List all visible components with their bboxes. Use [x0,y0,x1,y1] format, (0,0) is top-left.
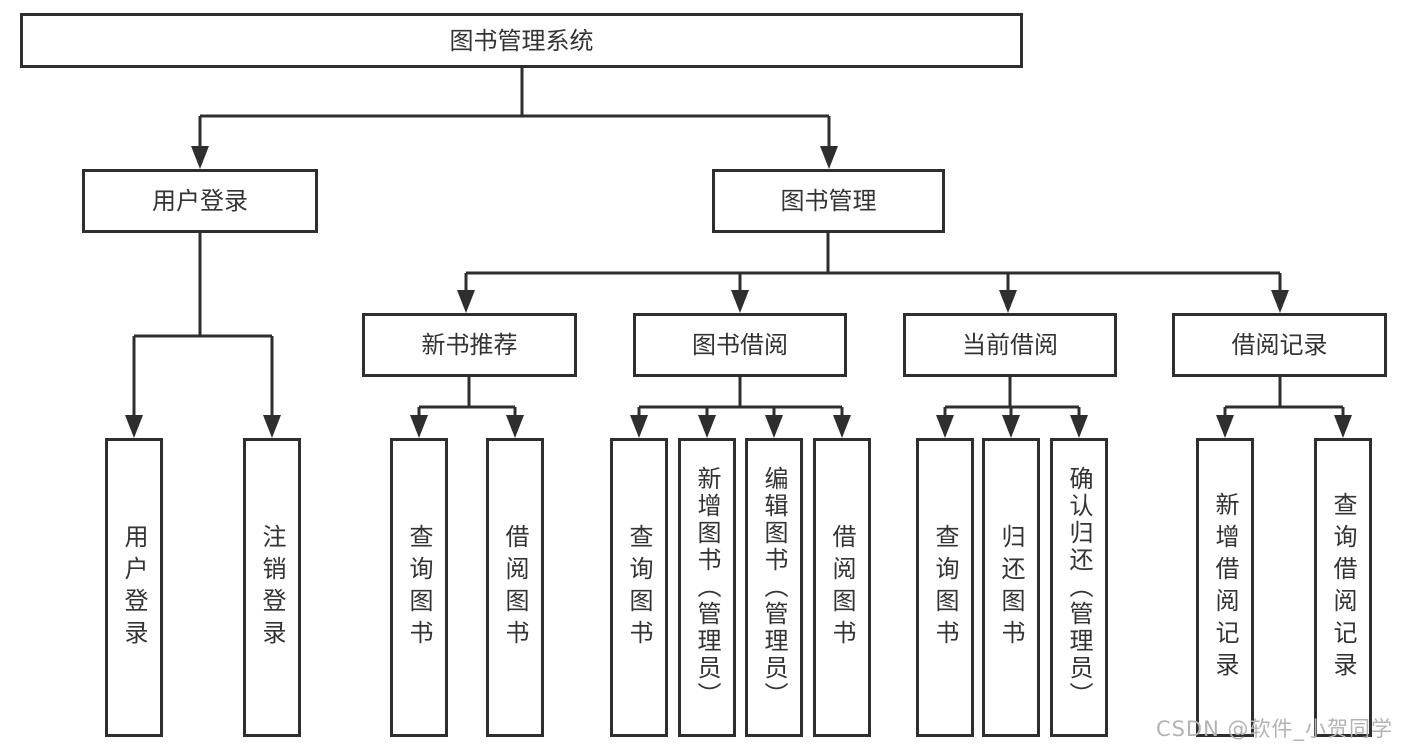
leaf-return-book: 归还图书 [982,438,1040,737]
node-root: 图书管理系统 [20,13,1023,68]
leaf-edit-book-admin: 编辑图书（管理员） [745,438,803,737]
node-current-borrow-label: 当前借阅 [962,331,1058,359]
node-current-borrow: 当前借阅 [903,313,1117,377]
leaf-add-book-admin: 新增图书（管理员） [678,438,736,737]
leaf-current-query-book: 查询图书 [916,438,974,737]
leaf-user-login: 用户登录 [105,438,163,737]
node-borrow-records: 借阅记录 [1172,313,1387,377]
node-book-borrow: 图书借阅 [633,313,847,377]
leaf-newbooks-query-book: 查询图书 [390,438,448,737]
leaf-borrow-query-book-label: 查询图书 [625,523,653,652]
node-new-book-recommend: 新书推荐 [362,313,577,377]
leaf-confirm-return-admin-label: 确认归还（管理员） [1065,466,1093,709]
node-book-mgmt-label: 图书管理 [780,187,877,215]
node-user-login-label: 用户登录 [152,187,248,215]
node-root-label: 图书管理系统 [449,26,594,55]
csdn-watermark: CSDN @软件_小贺同学 [1155,717,1393,741]
leaf-logout-label: 注销登录 [258,523,286,652]
node-book-mgmt: 图书管理 [712,169,945,233]
leaf-newbooks-query-book-label: 查询图书 [405,523,433,652]
leaf-query-borrow-record-label: 查询借阅记录 [1329,491,1357,684]
leaf-newbooks-borrow-book-label: 借阅图书 [501,523,529,652]
node-new-book-recommend-label: 新书推荐 [421,331,518,359]
leaf-query-borrow-record: 查询借阅记录 [1314,438,1372,737]
leaf-borrow-book: 借阅图书 [813,438,871,737]
leaf-return-book-label: 归还图书 [997,523,1025,652]
leaf-confirm-return-admin: 确认归还（管理员） [1050,438,1108,737]
leaf-user-login-label: 用户登录 [120,523,148,652]
node-borrow-records-label: 借阅记录 [1231,331,1328,359]
leaf-add-borrow-record: 新增借阅记录 [1196,438,1254,737]
leaf-add-borrow-record-label: 新增借阅记录 [1211,491,1239,684]
leaf-newbooks-borrow-book: 借阅图书 [486,438,544,737]
leaf-add-book-admin-label: 新增图书（管理员） [693,466,721,709]
leaf-logout: 注销登录 [243,438,301,737]
node-book-borrow-label: 图书借阅 [692,331,788,359]
leaf-current-query-book-label: 查询图书 [931,523,959,652]
leaf-edit-book-admin-label: 编辑图书（管理员） [760,466,788,709]
leaf-borrow-book-label: 借阅图书 [828,523,856,652]
leaf-borrow-query-book: 查询图书 [610,438,668,737]
node-user-login: 用户登录 [82,169,318,233]
